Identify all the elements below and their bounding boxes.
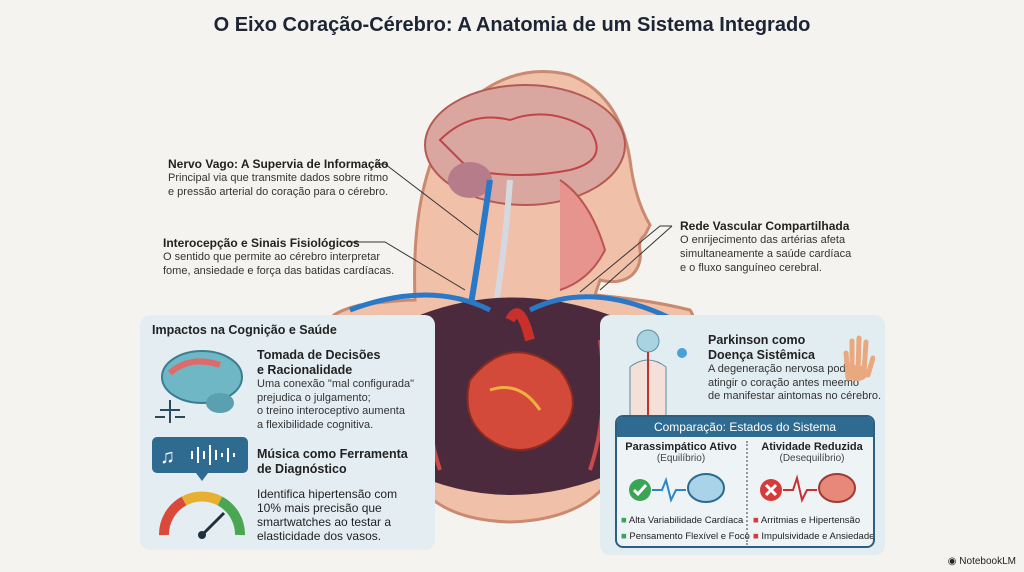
callout-desc: simultaneamente a saúde cardíaca <box>680 248 852 260</box>
active-state-column: Parassimpático Ativo (Equilíbrio) <box>617 441 745 513</box>
section-title: Música como Ferramenta <box>257 447 408 461</box>
decisions-section: Tomada de Decisões e Racionalidade Uma c… <box>257 348 414 432</box>
cognition-health-panel: Impactos na Cognição e Saúde Tomada de D… <box>140 315 435 550</box>
callout-desc: O enrijecimento das artérias afeta <box>680 234 846 246</box>
section-desc: smartwatches ao testar a <box>257 515 392 529</box>
heart <box>466 351 574 451</box>
comparison-table: Comparação: Estados do Sistema Parassimp… <box>615 415 875 548</box>
section-desc: prejudica o julgamento; <box>257 391 371 404</box>
brain-icon <box>818 473 856 503</box>
vascular-leader-line <box>579 225 672 293</box>
aorta <box>505 308 535 342</box>
state-subtitle: (Desequilíbrio) <box>779 453 845 464</box>
callout-desc: Principal via que transmite dados sobre … <box>168 172 389 184</box>
section-desc: a flexibilidade cognitiva. <box>257 418 374 431</box>
brain-folds <box>438 113 598 176</box>
section-desc: Identifica hipertensão com <box>257 487 398 501</box>
section-title: Doença Sistêmica <box>708 348 815 362</box>
callout-title: Nervo Vago: A Supervia de Informação <box>168 157 389 171</box>
callout-vascular-network: Rede Vascular Compartilhada O enrijecime… <box>680 219 851 275</box>
callout-title: Rede Vascular Compartilhada <box>680 219 850 233</box>
music-desc: Identifica hipertensão com 10% mais prec… <box>257 487 397 543</box>
section-title: de Diagnóstico <box>257 462 347 476</box>
brain-icon <box>687 473 725 503</box>
column-divider <box>746 441 748 545</box>
section-title: Parkinson como <box>708 333 806 347</box>
heartbeat-icon <box>652 476 686 503</box>
callout-interoception: Interocepção e Sinais Fisiológicos O sen… <box>163 236 394 278</box>
section-desc: A degeneração nervosa pode <box>708 363 852 375</box>
spinal-cord <box>492 179 513 311</box>
notebooklm-watermark: ◉ NotebookLM <box>947 556 1016 567</box>
imbalanced-state-icons <box>760 473 856 503</box>
section-desc: de manifestar aintomas no cérebro. <box>708 390 882 402</box>
comparison-heading: Comparação: Estados do Sistema <box>617 417 873 437</box>
state-title: Atividade Reduzida <box>761 441 863 453</box>
section-title: e Racionalidade <box>257 363 353 377</box>
section-desc: atingir o coração antes meemo <box>708 376 860 389</box>
callout-desc: O sentido que permite ao cérebro interpr… <box>163 251 381 263</box>
healthy-state-icons <box>629 473 725 503</box>
callout-title: Interocepção e Sinais Fisiológicos <box>163 236 360 250</box>
active-bullet: ■ Alta Variabilidade Cardíaca <box>621 515 744 526</box>
section-title: Tomada de Decisões <box>257 348 381 362</box>
coronary-arteries <box>489 386 542 411</box>
state-title: Parassimpático Ativo <box>625 441 737 453</box>
vagus-leader-line <box>375 163 479 236</box>
section-desc: o treino interoceptivo aumenta <box>257 405 405 417</box>
svg-text:♫: ♫ <box>160 446 175 468</box>
reduced-bullet: ■ Impulsividade e Ansiedade <box>753 531 875 542</box>
music-section: Música como Ferramenta de Diagnóstico <box>257 447 408 477</box>
nervous-system-figure-icon <box>629 329 687 417</box>
reduced-bullet: ■ Arritmias e Hipertensão <box>753 515 861 526</box>
active-bullet: ■ Pensamento Flexível e Foco <box>621 531 750 542</box>
section-desc: elasticidade dos vasos. <box>257 529 382 543</box>
callout-vagus-nerve: Nervo Vago: A Supervia de Informação Pri… <box>168 157 389 199</box>
page-title: O Eixo Coração-Cérebro: A Anatomia de um… <box>213 14 811 36</box>
callout-desc: e pressão arterial do coração para o cér… <box>168 186 389 198</box>
throat <box>559 179 607 291</box>
panel-heading: Impactos na Cognição e Saúde <box>152 323 337 337</box>
parkinson-section: Parkinson como Doença Sistêmica A degene… <box>708 333 881 404</box>
brain-scale-icon <box>155 350 243 423</box>
interoception-leader-line <box>344 241 466 291</box>
reduced-state-column: Atividade Reduzida (Desequilíbrio) <box>748 441 873 513</box>
callout-desc: e o fluxo sanguíneo cerebral. <box>680 262 822 274</box>
heartbeat-icon <box>783 474 817 503</box>
vascular-leader-line-2 <box>599 225 673 291</box>
trembling-hand-icon <box>843 335 875 381</box>
subclavian-veins <box>349 292 672 321</box>
cerebellum <box>448 162 492 198</box>
section-desc: Uma conexão "mal configurada" <box>257 378 415 390</box>
section-desc: 10% mais precisão que <box>257 501 382 515</box>
callout-desc: fome, ansiedade e força das batidas card… <box>163 265 395 277</box>
music-gauge-icon: ♫ <box>152 437 248 539</box>
state-subtitle: (Equilíbrio) <box>656 453 706 464</box>
